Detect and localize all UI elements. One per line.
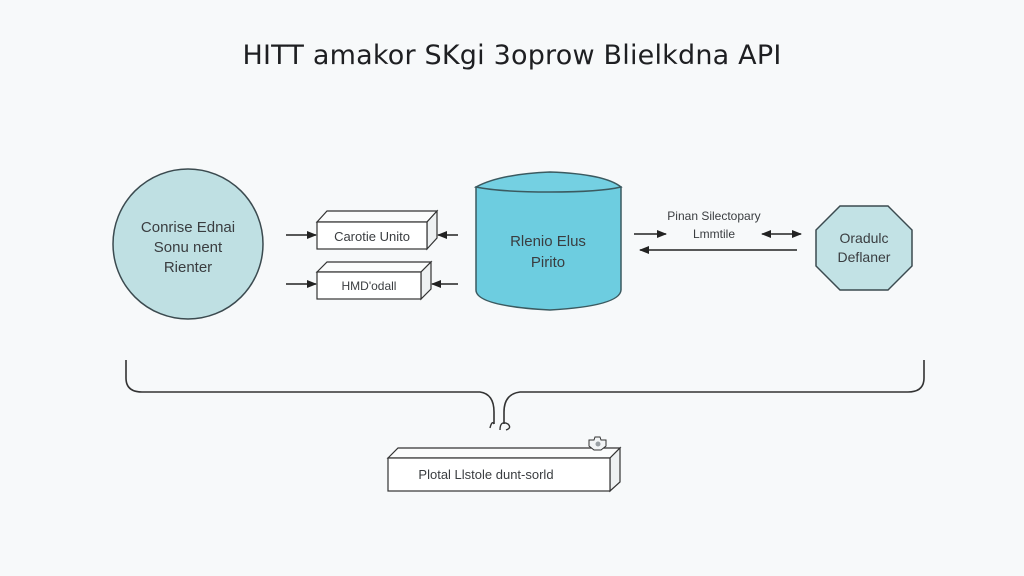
hexagon-node[interactable]: Oradulc Deflaner (815, 205, 913, 291)
database-label-line-1: Rlenio Elus (510, 233, 586, 250)
bracket-tip (489, 421, 511, 431)
hexagon-shape (815, 205, 913, 291)
client-circle-shape (112, 168, 264, 320)
gear-icon (588, 436, 607, 451)
box-top-top-face (315, 210, 439, 223)
box-top-front-face (316, 221, 428, 250)
client-node[interactable]: Conrise Ednai Sonu nent Rienter (112, 168, 264, 320)
storage-box-label: Plotal Llstole dunt-sorld (418, 467, 553, 482)
box-bottom-top-face (315, 261, 433, 273)
database-label-line-2: Pirito (531, 254, 565, 271)
storage-box-node[interactable]: Plotal Llstole dunt-sorld (386, 436, 622, 493)
bracket-left (125, 360, 495, 424)
connector-label-line-2: Lmmtile (693, 227, 735, 241)
hexagon-label-line-2: Deflaner (838, 249, 891, 265)
client-label-line-1: Conrise Ednai (141, 219, 235, 236)
database-top (473, 171, 623, 193)
db-hexagon-connector: Pinan Silectopary Lmmtile (634, 209, 802, 254)
box-top-label: Carotie Unito (334, 229, 410, 244)
client-label-line-2: Sonu nent (154, 239, 223, 256)
box-bottom-node[interactable]: HMD'odall (315, 260, 433, 301)
hexagon-label-line-1: Oradulc (839, 230, 888, 246)
connector-label-line-1: Pinan Silectopary (667, 209, 760, 223)
box-top-node[interactable]: Carotie Unito (315, 209, 439, 251)
client-label-line-3: Rienter (164, 259, 212, 276)
box-bottom-label: HMD'odall (342, 279, 397, 293)
storage-box-front-face (387, 457, 611, 492)
diagram-title: HITT amakor SKgi 3oprow Blielkdna API (242, 40, 782, 71)
box-bottom-front-face (316, 271, 422, 300)
bracket-right (503, 360, 925, 424)
database-body (475, 186, 622, 311)
database-node[interactable]: Rlenio Elus Pirito (473, 171, 623, 311)
storage-box-top-face (386, 447, 622, 459)
